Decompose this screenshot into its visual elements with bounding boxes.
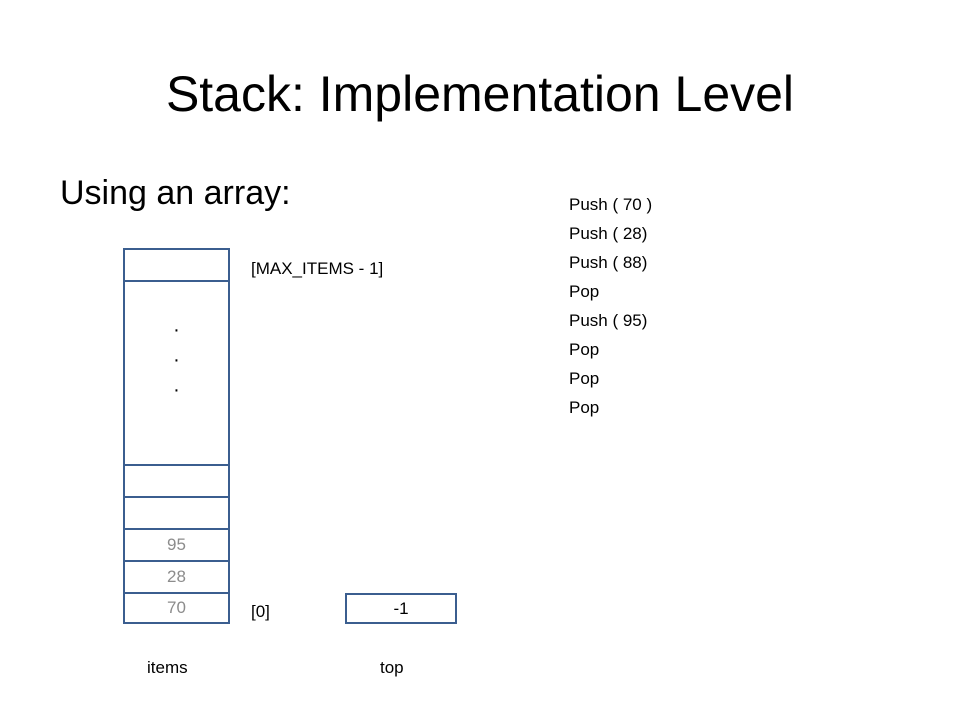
- operation-item: Push ( 95): [569, 311, 648, 330]
- array-cell-ellipsis: · · ·: [123, 280, 230, 466]
- top-value-box: -1: [345, 593, 457, 624]
- slide-subtitle: Using an array:: [60, 174, 291, 212]
- slide-title: Stack: Implementation Level: [165, 66, 795, 122]
- array-cell-max: [123, 248, 230, 282]
- operation-item: Pop: [569, 282, 600, 301]
- operation-item: Push ( 28): [569, 224, 648, 243]
- operation-item: Push ( 70 ): [569, 195, 653, 214]
- array-cell: 95: [123, 528, 230, 562]
- array-cell: 70: [123, 592, 230, 624]
- operation-item: Pop: [569, 340, 600, 359]
- max-index-label: [MAX_ITEMS - 1]: [251, 259, 384, 278]
- array-cell: 28: [123, 560, 230, 594]
- items-label: items: [147, 658, 188, 677]
- ellipsis-dot: ·: [173, 319, 180, 341]
- array-cell: [123, 464, 230, 498]
- operation-item: Pop: [569, 398, 600, 417]
- ellipsis-dot: ·: [173, 379, 180, 401]
- array-cell: [123, 496, 230, 530]
- operations-list: Push ( 70 ) Push ( 28) Push ( 88) Pop Pu…: [569, 190, 652, 422]
- top-label: top: [380, 658, 404, 677]
- ellipsis-dot: ·: [173, 349, 180, 371]
- zero-index-label: [0]: [251, 602, 270, 621]
- operation-item: Pop: [569, 369, 600, 388]
- operation-item: Push ( 88): [569, 253, 648, 272]
